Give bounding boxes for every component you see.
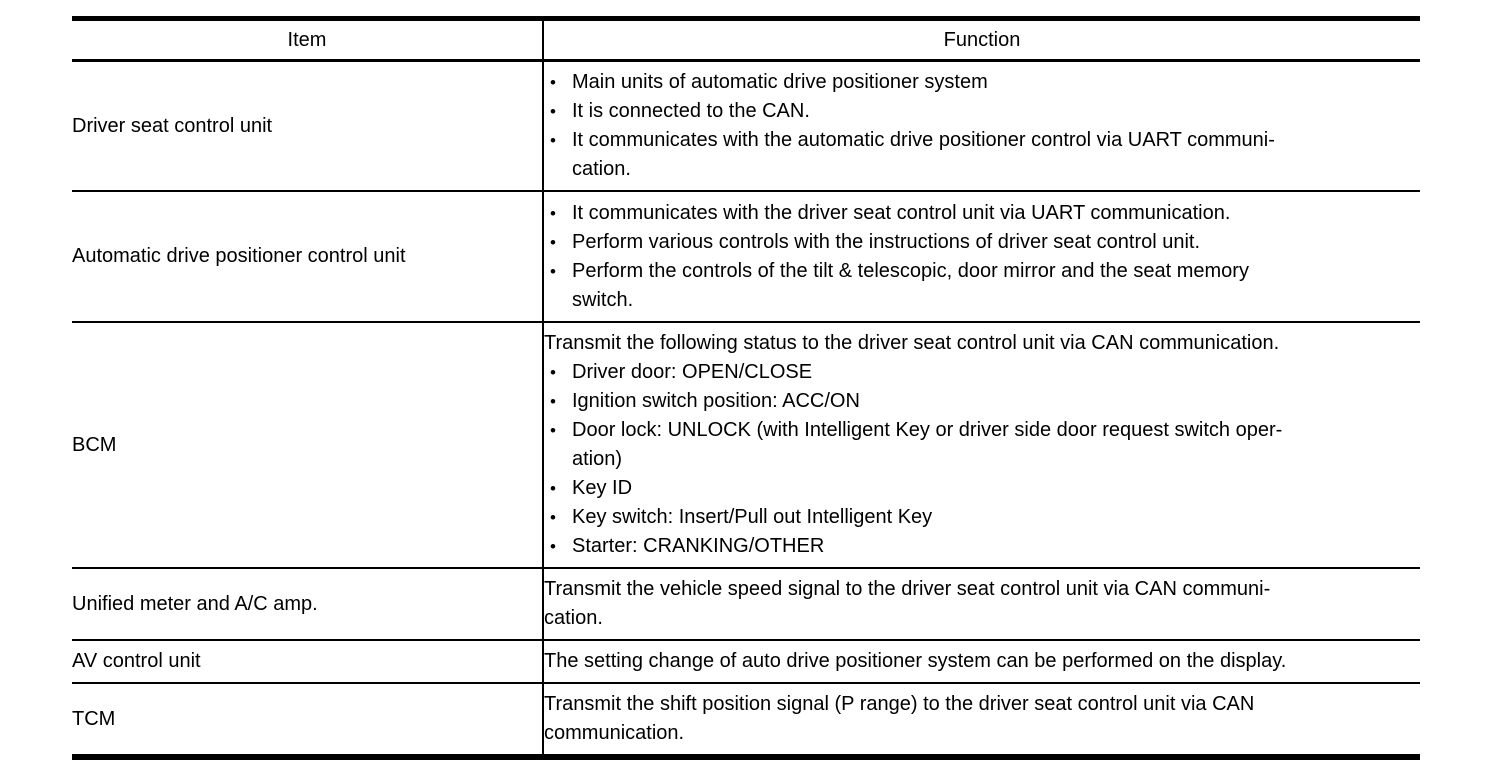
header-function: Function [543,18,1420,62]
bullet-icon: • [550,479,556,498]
item-cell: Driver seat control unit [72,60,544,192]
item-cell: AV control unit [72,640,544,684]
bullet-icon: • [550,261,556,281]
function-cell: • It communicates with the driver seat co… [543,191,1420,323]
bullet-icon: • [550,421,556,440]
function-text: Transmit the following status to the dri… [544,332,1280,354]
bullet-icon: • [550,537,556,556]
function-cell: • Main units of automatic drive positione… [543,60,1420,192]
function-cell: Transmit the following status to the dri… [543,322,1420,569]
function-bullet-text: Perform various controls with the instru… [572,230,1201,253]
function-bullet-line: • Driver door: OPEN/CLOSE [544,358,1420,387]
function-bullet-text: Key switch: Insert/Pull out Intelligent … [572,506,933,528]
function-bullet-text: Main units of automatic drive positioner… [572,71,988,93]
function-bullet-text: Driver door: OPEN/CLOSE [572,361,813,383]
item-label: Unified meter and A/C amp. [72,592,318,615]
function-bullet-line: • It communicates with the driver seat co… [544,199,1420,228]
function-bullet-line: • It communicates with the automatic driv… [544,126,1420,184]
table-row: Driver seat control unit • Main units of a… [72,60,1420,192]
function-text: The setting change of auto drive positio… [544,650,1287,672]
function-bullet-line: • Key ID [544,474,1420,503]
function-bullet-text: It communicates with the driver seat con… [572,201,1231,224]
function-bullet-text: Key ID [572,477,633,499]
item-label: TCM [72,707,116,730]
item-label: AV control unit [72,650,201,672]
header-item: Item [72,18,544,62]
function-bullet-line: • Ignition switch position: ACC/ON [544,387,1420,416]
item-cell: Automatic drive positioner control unit [72,191,544,323]
bullet-icon: • [550,102,556,121]
function-bullet-text: It communicates with the automatic drive… [572,129,1275,180]
table-header: Item Function [72,18,1420,62]
bullet-icon: • [550,392,556,411]
item-cell: TCM [72,683,544,758]
function-bullet-line: • It is connected to the CAN. [544,97,1420,126]
function-bullet-text: Ignition switch position: ACC/ON [572,390,860,412]
function-bullet-line: • Door lock: UNLOCK (with Intelligent Key… [544,416,1420,474]
table-row: TCM Transmit the shift position signal (P… [72,683,1420,758]
function-bullet-line: • Main units of automatic drive positione… [544,68,1420,97]
function-bullet-line: • Perform various controls with the instr… [544,228,1420,257]
function-bullet-line: • Perform the controls of the tilt & tele… [544,257,1420,315]
bullet-icon: • [550,363,556,382]
function-text: Transmit the vehicle speed signal to the… [544,578,1271,629]
function-bullet-line: • Starter: CRANKING/OTHER [544,532,1420,561]
function-bullet-text: Perform the controls of the tilt & teles… [572,259,1249,311]
item-label: Driver seat control unit [72,114,273,137]
item-cell: BCM [72,322,544,569]
bullet-icon: • [550,131,556,150]
table-row: BCM Transmit the following status to the … [72,322,1420,569]
function-bullet-text: Starter: CRANKING/OTHER [572,535,825,557]
table-row: Automatic drive positioner control unit •… [72,191,1420,323]
function-bullet-line: • Key switch: Insert/Pull out Intelligent… [544,503,1420,532]
item-cell: Unified meter and A/C amp. [72,568,544,641]
item-label: BCM [72,433,117,456]
functions-table: Item Function Driver seat control unit • M… [72,16,1420,760]
header-row: Item Function [72,18,1420,62]
function-bullet-text: It is connected to the CAN. [572,100,810,122]
function-cell: Transmit the shift position signal (P ra… [543,683,1420,758]
table-body: Driver seat control unit • Main units of a… [72,60,1420,758]
function-text: Transmit the shift position signal (P ra… [544,693,1255,744]
table-row: Unified meter and A/C amp. Transmit the v… [72,568,1420,641]
bullet-icon: • [550,508,556,527]
bullet-icon: • [550,73,556,92]
function-bullet-text: Door lock: UNLOCK (with Intelligent Key … [572,419,1283,470]
item-label: Automatic drive positioner control unit [72,245,406,267]
bullet-icon: • [550,232,556,252]
function-cell: Transmit the vehicle speed signal to the… [543,568,1420,641]
table-row: AV control unit The setting change of aut… [72,640,1420,684]
function-cell: The setting change of auto drive positio… [543,640,1420,684]
bullet-icon: • [550,203,556,223]
